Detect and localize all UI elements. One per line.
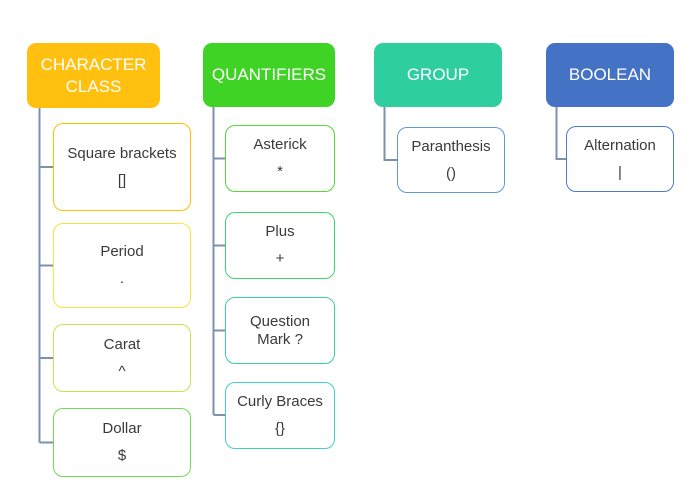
node-carat: Carat ^ (53, 324, 191, 392)
node-label: Period (100, 243, 144, 260)
node-symbol: * (277, 163, 283, 180)
node-label: Alternation (584, 136, 656, 154)
node-label: Paranthesis (411, 137, 491, 155)
node-period: Period . (53, 223, 191, 308)
connector-group (383, 107, 397, 161)
header-boolean: BOOLEAN (546, 43, 674, 107)
connector-boolean (555, 107, 566, 160)
node-asterick: Asterick * (225, 125, 335, 192)
node-symbol: | (618, 163, 622, 181)
node-dollar: Dollar $ (53, 408, 191, 477)
header-quantifiers: QUANTIFIERS (203, 43, 335, 107)
header-group: GROUP (374, 43, 502, 107)
node-curly-braces: Curly Braces {} (225, 382, 335, 449)
connector-quantifiers (212, 107, 225, 416)
node-symbol: [] (117, 171, 127, 189)
node-label: Curly Braces (237, 393, 323, 410)
node-square-brackets: Square brackets [] (53, 123, 191, 211)
node-symbol: $ (117, 447, 127, 464)
node-symbol: {} (274, 420, 286, 437)
node-question-mark: Question Mark ? (225, 297, 335, 364)
node-label: Carat (103, 335, 141, 353)
node-paranthesis: Paranthesis () (397, 127, 505, 193)
node-label: Square brackets (67, 144, 177, 162)
node-label: Plus (265, 223, 295, 240)
header-character-class: CHARACTER CLASS (27, 43, 160, 108)
node-symbol: ^ (118, 362, 126, 380)
node-label: Question Mark ? (249, 312, 311, 348)
node-alternation: Alternation | (566, 126, 674, 192)
node-symbol: () (446, 164, 456, 182)
node-symbol: . (119, 270, 125, 287)
node-plus: Plus + (225, 212, 335, 279)
node-label: Asterick (253, 136, 307, 153)
connector-character-class (38, 108, 53, 444)
node-symbol: + (275, 250, 285, 267)
node-label: Dollar (102, 420, 142, 437)
